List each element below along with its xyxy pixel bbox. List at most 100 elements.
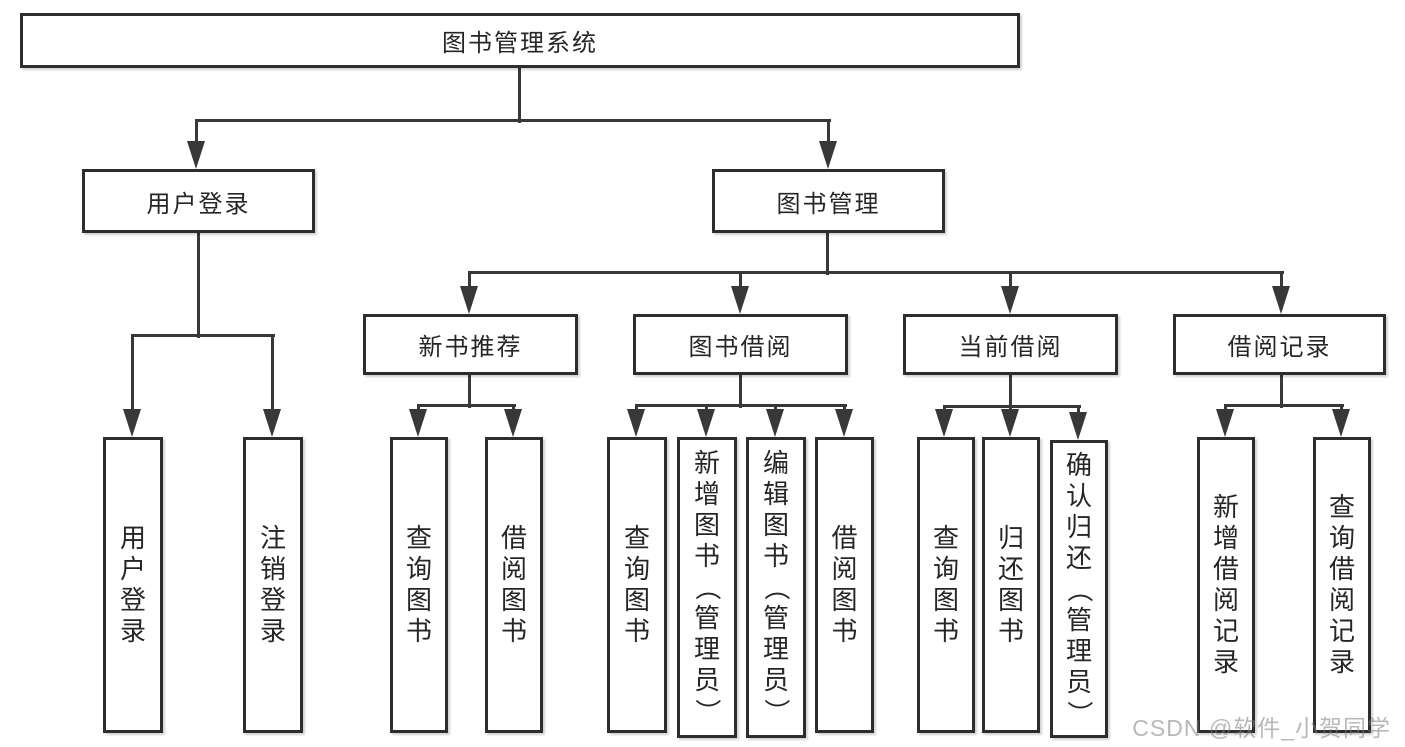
vertical-char-glyph: 还 <box>997 554 1024 584</box>
arrowhead-icon-current-borrow-to-leaves-0 <box>935 409 953 437</box>
connector-stem-borrow-records-to-leaves <box>1280 375 1283 408</box>
connector-drop-book-mgmt-to-level3-3 <box>1280 273 1283 292</box>
arrowhead-icon-user-login-to-leaves-0 <box>123 409 141 437</box>
vertical-char-glyph: 认 <box>1065 480 1092 511</box>
vertical-char-glyph: 员 <box>693 665 720 695</box>
connector-stem-root-to-level2 <box>518 68 521 123</box>
arrowhead-icon-book-borrow-to-leaves-2 <box>766 409 784 437</box>
vertical-char-glyph: 图 <box>831 585 858 615</box>
arrowhead-icon-root-to-level2-0 <box>187 141 205 169</box>
connector-stem-book-mgmt-to-level3 <box>826 233 829 275</box>
node-new-book-rec: 新书推荐 <box>363 314 578 375</box>
vertical-paren-glyph: （ <box>1064 575 1095 603</box>
connector-bar-current-borrow-to-leaves <box>943 405 1081 408</box>
vertical-char-glyph: 阅 <box>831 554 858 584</box>
arrowhead-icon-book-mgmt-to-level3-0 <box>460 286 478 314</box>
connector-drop-user-login-to-leaves-0 <box>131 336 134 415</box>
connector-bar-book-borrow-to-leaves <box>635 404 847 407</box>
vertical-char-glyph: 归 <box>997 523 1024 553</box>
vertical-char-glyph: 阅 <box>1328 585 1355 615</box>
vertical-char-glyph: 新 <box>693 448 720 478</box>
vertical-char-glyph: 查 <box>932 523 959 553</box>
vertical-char-glyph: 还 <box>1065 542 1092 573</box>
vertical-char-glyph: 图 <box>405 585 432 615</box>
node-label-leaf-query-books-new: 查询图书 <box>406 523 432 647</box>
node-leaf-borrow-book-new: 借阅图书 <box>485 437 543 733</box>
node-label-leaf-query-books-borrow: 查询图书 <box>624 523 650 647</box>
vertical-char-glyph: 阅 <box>500 554 527 584</box>
node-label-leaf-query-borrow-record: 查询借阅记录 <box>1329 492 1355 678</box>
vertical-char-glyph: 查 <box>623 523 650 553</box>
arrowhead-icon-book-mgmt-to-level3-2 <box>1001 286 1019 314</box>
node-label-leaf-logout: 注销登录 <box>260 523 286 647</box>
vertical-char-glyph: 借 <box>1328 554 1355 584</box>
vertical-char-glyph: 录 <box>1212 647 1239 677</box>
vertical-char-glyph: 理 <box>762 634 789 664</box>
vertical-char-glyph: 图 <box>762 510 789 540</box>
vertical-char-glyph: 书 <box>932 616 959 646</box>
connector-drop-root-to-level2-0 <box>195 121 198 147</box>
vertical-char-glyph: 阅 <box>1212 585 1239 615</box>
vertical-char-glyph: 确 <box>1065 449 1092 480</box>
node-leaf-logout: 注销登录 <box>243 437 303 733</box>
vertical-char-glyph: 辑 <box>762 479 789 509</box>
vertical-paren-glyph: （ <box>761 574 792 601</box>
node-leaf-add-book-admin: 新增图书（管理员） <box>677 437 737 738</box>
arrowhead-icon-book-mgmt-to-level3-1 <box>731 286 749 314</box>
vertical-char-glyph: 书 <box>831 616 858 646</box>
connector-drop-book-mgmt-to-level3-0 <box>468 273 471 292</box>
node-label-leaf-borrow-book-new: 借阅图书 <box>501 523 527 647</box>
vertical-char-glyph: 员 <box>1065 666 1092 697</box>
vertical-char-glyph: 登 <box>259 585 286 615</box>
vertical-char-glyph: 书 <box>693 541 720 571</box>
node-leaf-user-login: 用户登录 <box>103 437 163 733</box>
connector-stem-current-borrow-to-leaves <box>1009 375 1012 409</box>
vertical-char-glyph: 增 <box>1212 523 1239 553</box>
node-book-mgmt-branch: 图书管理 <box>712 169 945 233</box>
connector-stem-new-book-rec-to-leaves <box>468 375 471 408</box>
vertical-char-glyph: 管 <box>1065 604 1092 635</box>
connector-drop-book-mgmt-to-level3-1 <box>739 273 742 292</box>
vertical-char-glyph: 理 <box>1065 635 1092 666</box>
node-leaf-query-borrow-record: 查询借阅记录 <box>1313 437 1371 733</box>
node-leaf-borrow-book-borrow: 借阅图书 <box>815 437 874 733</box>
arrowhead-icon-root-to-level2-1 <box>819 141 837 169</box>
connector-bar-root-to-level2 <box>195 119 831 122</box>
connector-drop-root-to-level2-1 <box>827 121 830 147</box>
node-book-borrow: 图书借阅 <box>633 314 848 375</box>
vertical-paren-glyph: （ <box>692 574 723 601</box>
vertical-char-glyph: 管 <box>693 603 720 633</box>
connector-stem-book-borrow-to-leaves <box>739 375 742 408</box>
vertical-char-glyph: 借 <box>1212 554 1239 584</box>
node-label-leaf-query-books-current: 查询图书 <box>933 523 959 647</box>
vertical-char-glyph: 询 <box>1328 523 1355 553</box>
node-label-leaf-borrow-book-borrow: 借阅图书 <box>831 523 857 647</box>
vertical-char-glyph: 员 <box>762 665 789 695</box>
vertical-char-glyph: 书 <box>997 616 1024 646</box>
arrowhead-icon-new-book-rec-to-leaves-0 <box>409 409 427 437</box>
arrowhead-icon-current-borrow-to-leaves-1 <box>1001 409 1019 437</box>
arrowhead-icon-book-borrow-to-leaves-1 <box>697 409 715 437</box>
vertical-char-glyph: 新 <box>1212 492 1239 522</box>
arrowhead-icon-borrow-records-to-leaves-0 <box>1216 409 1234 437</box>
connector-stem-user-login-to-leaves <box>197 233 200 338</box>
vertical-char-glyph: 询 <box>623 554 650 584</box>
vertical-char-glyph: 理 <box>693 634 720 664</box>
node-label-leaf-edit-book-admin: 编辑图书（管理员） <box>761 448 792 727</box>
node-user-login-branch: 用户登录 <box>82 169 315 233</box>
vertical-char-glyph: 增 <box>693 479 720 509</box>
vertical-char-glyph: 图 <box>997 585 1024 615</box>
arrowhead-icon-user-login-to-leaves-1 <box>263 409 281 437</box>
connector-bar-new-book-rec-to-leaves <box>417 404 516 407</box>
connector-bar-user-login-to-leaves <box>131 334 275 337</box>
node-label-leaf-user-login: 用户登录 <box>120 523 146 647</box>
vertical-char-glyph: 销 <box>259 554 286 584</box>
node-borrow-records: 借阅记录 <box>1173 314 1386 375</box>
vertical-char-glyph: 图 <box>693 510 720 540</box>
connector-bar-borrow-records-to-leaves <box>1224 404 1344 407</box>
node-leaf-query-books-current: 查询图书 <box>917 437 975 733</box>
vertical-char-glyph: 书 <box>405 616 432 646</box>
vertical-paren-glyph: ） <box>1064 699 1095 727</box>
node-root: 图书管理系统 <box>20 13 1020 68</box>
